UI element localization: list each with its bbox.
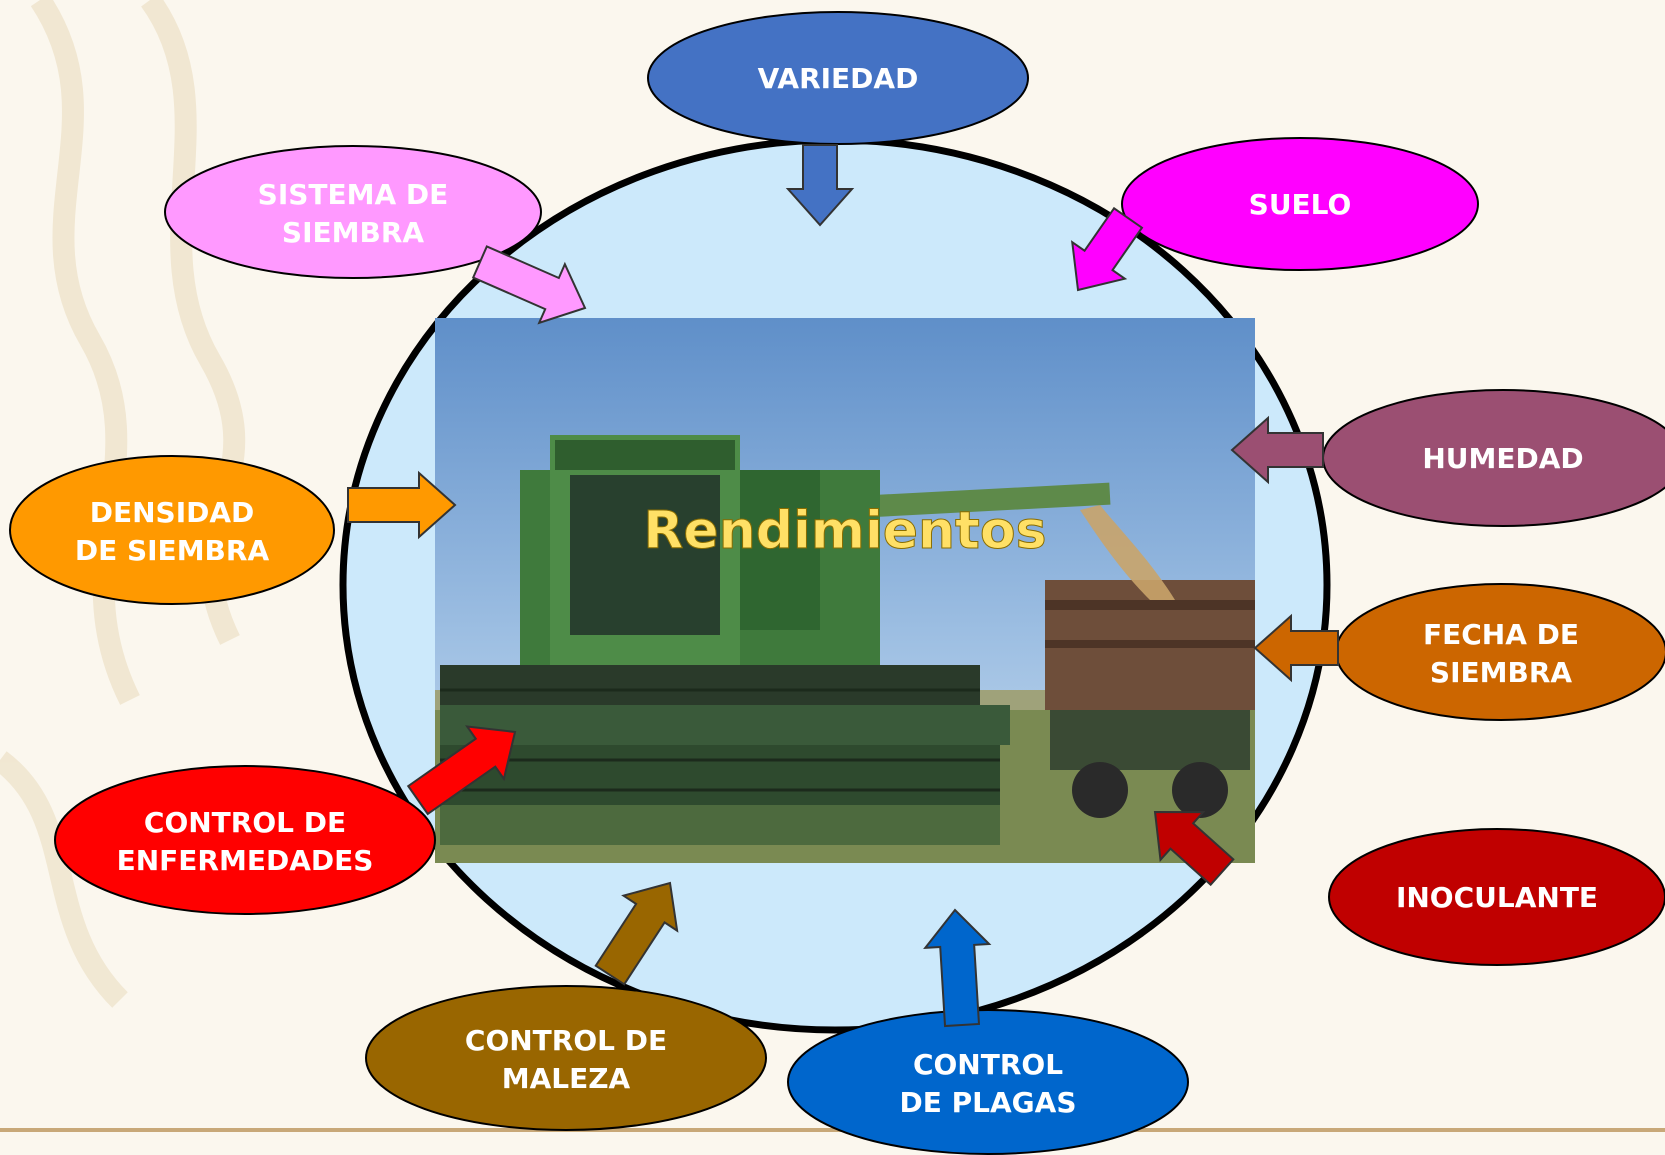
factor-ellipse — [787, 1009, 1189, 1155]
factor-ellipse — [9, 455, 335, 605]
factor-suelo-arrow — [1070, 206, 1144, 292]
factor-maleza: CONTROL DE MALEZA — [365, 985, 767, 1131]
factor-enfermedades: CONTROL DE ENFERMEDADES — [54, 765, 436, 915]
factor-label-line1: DENSIDAD — [90, 496, 255, 529]
factor-label-line2: MALEZA — [502, 1062, 631, 1095]
factor-label-line1: HUMEDAD — [1422, 442, 1583, 475]
factor-label-line2: SIEMBRA — [1430, 656, 1572, 689]
factor-ellipse — [1121, 137, 1479, 271]
factor-sistema-siembra: SISTEMA DE SIEMBRA — [164, 145, 542, 279]
combine-harvester-photo-icon — [435, 318, 1255, 863]
factor-densidad: DENSIDAD DE SIEMBRA — [9, 455, 335, 605]
factor-sistema-siembra-arrow — [471, 245, 587, 325]
factor-inoculante: INOCULANTE — [1328, 828, 1665, 966]
factor-label-line1: SUELO — [1249, 188, 1352, 221]
factor-humedad: HUMEDAD — [1322, 389, 1665, 527]
factor-enfermedades-arrow — [406, 725, 517, 816]
factor-plagas: CONTROL DE PLAGAS — [787, 1009, 1189, 1155]
factor-label-line1: INOCULANTE — [1396, 881, 1598, 914]
factor-humedad-arrow — [1230, 415, 1324, 485]
factor-densidad-arrow — [347, 470, 457, 540]
factor-ellipse — [54, 765, 436, 915]
factor-ellipse — [164, 145, 542, 279]
factor-plagas-arrow — [923, 908, 992, 1028]
factor-ellipse — [1328, 828, 1665, 966]
factor-label-line1: VARIEDAD — [758, 62, 919, 95]
factor-label-line1: CONTROL — [913, 1048, 1063, 1081]
factor-fecha-arrow — [1253, 613, 1339, 683]
factor-label-line1: CONTROL DE — [465, 1024, 667, 1057]
factor-inoculante-arrow — [1153, 810, 1235, 887]
factor-suelo: SUELO — [1121, 137, 1479, 271]
factor-fecha: FECHA DE SIEMBRA — [1335, 583, 1665, 721]
bottom-rule — [0, 1128, 1665, 1132]
factor-label-line2: DE SIEMBRA — [75, 534, 270, 567]
factor-label-line2: DE PLAGAS — [900, 1086, 1077, 1119]
factor-ellipse — [365, 985, 767, 1131]
factor-maleza-arrow — [594, 881, 679, 986]
factor-label-line1: SISTEMA DE — [258, 178, 449, 211]
center-title: Rendimientos — [643, 501, 1046, 561]
factor-label-line2: SIEMBRA — [282, 216, 424, 249]
factor-ellipse — [1335, 583, 1665, 721]
factor-label-line1: CONTROL DE — [144, 806, 346, 839]
factor-variedad: VARIEDAD — [647, 11, 1029, 145]
factor-label-line2: ENFERMEDADES — [117, 844, 374, 877]
factor-variedad-arrow — [785, 144, 855, 227]
factor-label-line1: FECHA DE — [1423, 618, 1579, 651]
